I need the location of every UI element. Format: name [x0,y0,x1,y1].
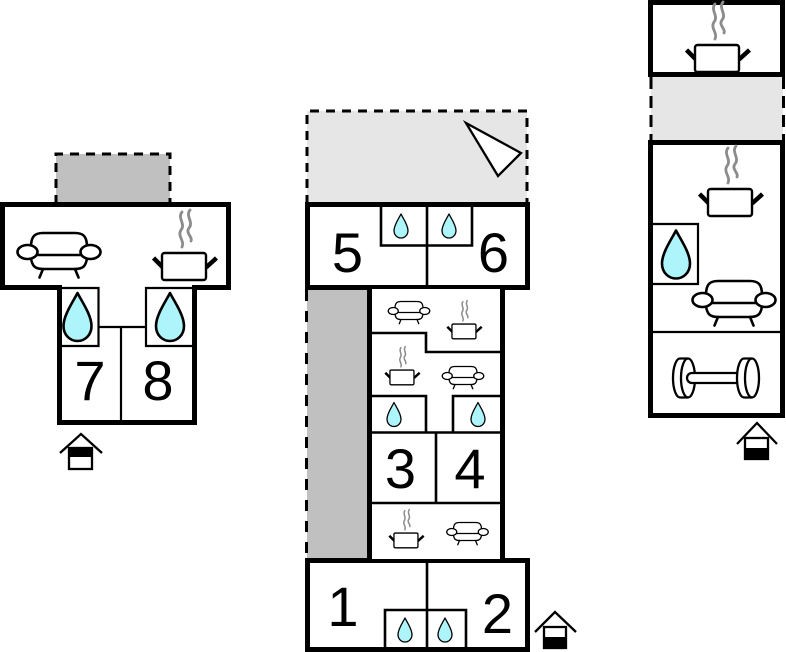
outdoor-area-border [649,77,785,140]
entrance-icon [59,432,103,471]
entrance-roof [59,432,103,454]
room-label: 5 [332,221,363,284]
interior-wall [653,222,780,334]
entrance-icon [736,421,778,461]
side-strip-area [307,289,369,559]
entrance-door-fill [745,448,768,459]
entrance-icon [534,610,577,650]
interior-wall [62,286,192,420]
room-label: 1 [327,575,358,638]
entrance-door-fill [544,637,566,648]
room-label: 2 [482,582,513,645]
interior-wall [372,207,500,647]
room-label: 3 [385,437,416,500]
entrance-door-fill [69,448,92,457]
compass-arrow-icon [462,119,523,178]
left-building: 7 8 [0,152,231,471]
room-label: 8 [142,349,173,412]
entrance-roof [736,421,778,445]
dumbbell-weight-edge [679,357,689,399]
right-building [648,0,785,461]
dumbbell-weight-edge [743,357,753,399]
room-label: 6 [478,221,509,284]
room-label: 4 [454,437,485,500]
dumbbell-icon [671,357,761,399]
entrance-roof [534,610,577,633]
outdoor-area-border [305,109,529,204]
shared-wall [369,285,503,563]
outdoor-area-border [54,152,172,204]
middle-building: 1 2 3 4 5 6 [305,109,577,652]
room-label: 7 [74,349,105,412]
dumbbell-bar [685,371,745,385]
outdoor-area [651,76,783,142]
outdoor-area [56,154,170,205]
